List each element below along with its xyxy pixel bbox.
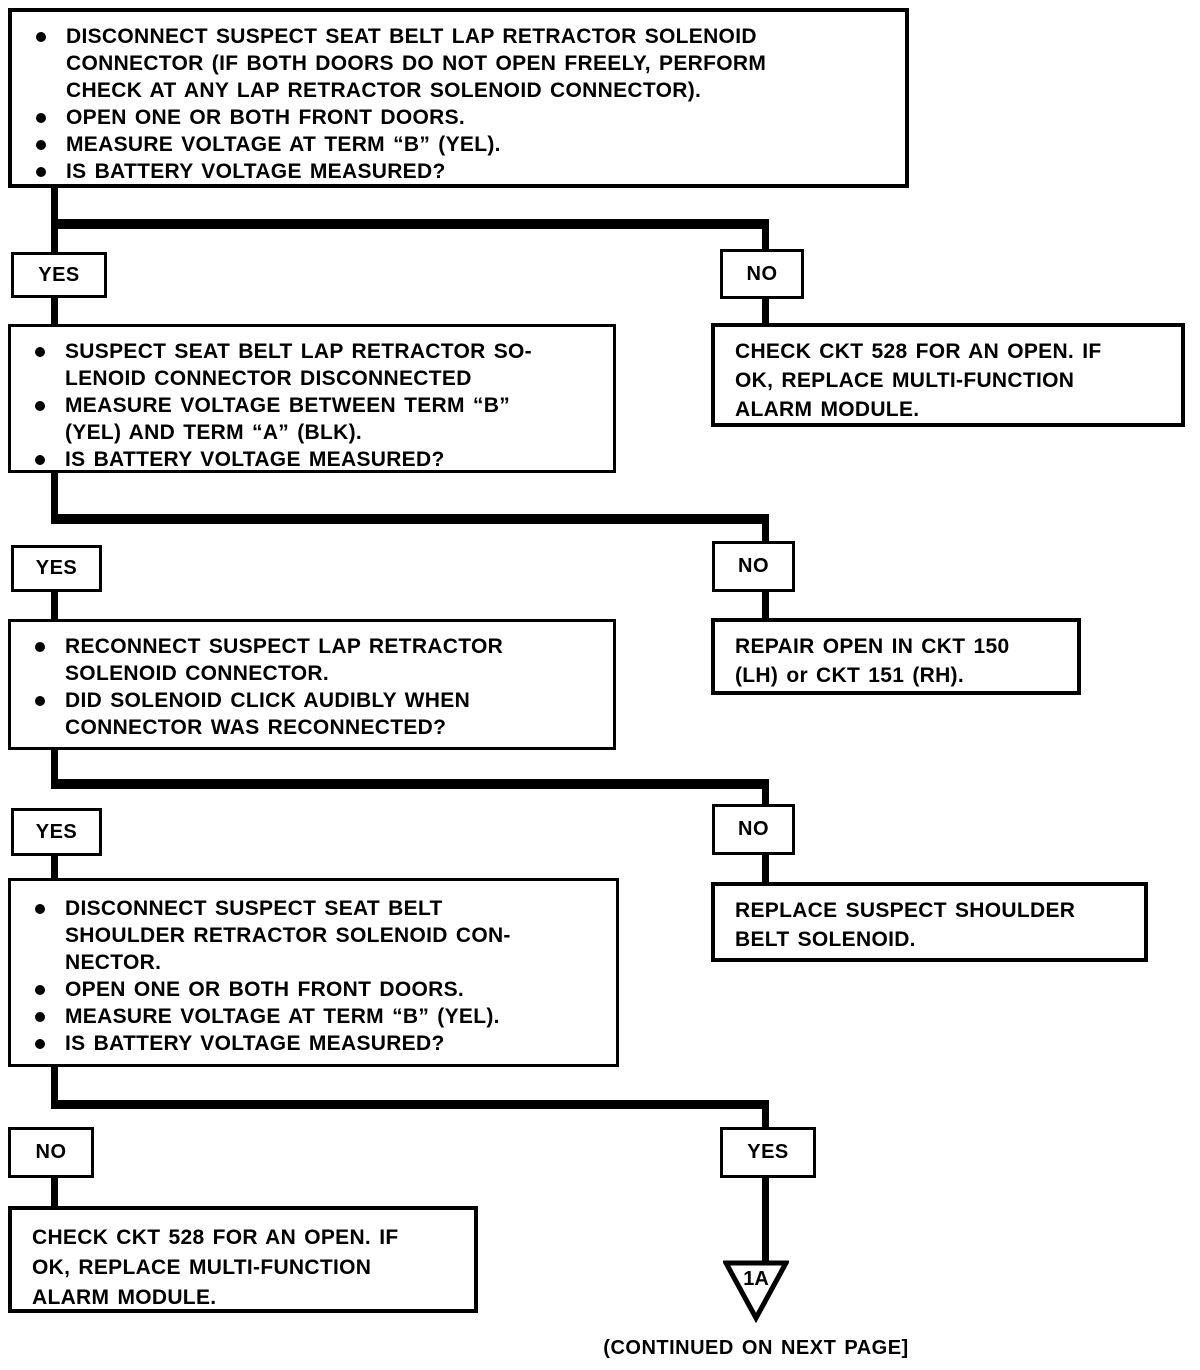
decision2-no-label: NO — [712, 541, 795, 592]
connector-line — [762, 789, 769, 804]
bullet-item: IS BATTERY VOLTAGE MEASURED? — [19, 1030, 608, 1057]
bullet-item: SUSPECT SEAT BELT LAP RETRACTOR SO- LENO… — [19, 338, 605, 392]
bullet-item: DISCONNECT SUSPECT SEAT BELT LAP RETRACT… — [20, 23, 897, 104]
decision1-yes-label: YES — [11, 252, 107, 298]
bullet-item: IS BATTERY VOLTAGE MEASURED? — [20, 158, 897, 185]
decision2-yes-label: YES — [11, 545, 102, 592]
connector-line — [51, 298, 58, 324]
decision3-no-label: NO — [712, 804, 795, 855]
connector-line — [51, 473, 58, 524]
bullet-list: SUSPECT SEAT BELT LAP RETRACTOR SO- LENO… — [19, 338, 605, 473]
connector-line — [51, 750, 58, 779]
connector-line — [51, 1067, 58, 1100]
bullet-list: RECONNECT SUSPECT LAP RETRACTOR SOLENOID… — [19, 633, 605, 741]
bullet-item: RECONNECT SUSPECT LAP RETRACTOR SOLENOID… — [19, 633, 605, 687]
shoulder-solenoid-check-box: DISCONNECT SUSPECT SEAT BELT SHOULDER RE… — [8, 878, 619, 1067]
decision3-yes-label: YES — [11, 808, 102, 856]
check-ckt528-box-1: CHECK CKT 528 FOR AN OPEN. IF OK, REPLAC… — [711, 323, 1185, 427]
bullet-item: IS BATTERY VOLTAGE MEASURED? — [19, 446, 605, 473]
bullet-item: OPEN ONE OR BOTH FRONT DOORS. — [19, 976, 608, 1003]
connector-line — [762, 229, 769, 249]
connector-bar — [51, 1100, 769, 1109]
connector-line — [762, 1178, 769, 1265]
bullet-item: DISCONNECT SUSPECT SEAT BELT SHOULDER RE… — [19, 895, 608, 976]
decision4-yes-label: YES — [720, 1127, 816, 1178]
connector-line — [51, 1178, 58, 1206]
connector-bar — [51, 219, 769, 229]
connector-line — [51, 592, 58, 619]
connector-bar — [51, 779, 769, 789]
connector-line — [762, 299, 769, 323]
continuation-triangle-outline — [723, 1260, 789, 1324]
bullet-item: MEASURE VOLTAGE AT TERM “B” (YEL). — [20, 131, 897, 158]
bullet-list: DISCONNECT SUSPECT SEAT BELT LAP RETRACT… — [20, 23, 897, 185]
lap-solenoid-voltage-check-box: SUSPECT SEAT BELT LAP RETRACTOR SO- LENO… — [8, 324, 616, 473]
replace-shoulder-solenoid-box: REPLACE SUSPECT SHOULDER BELT SOLENOID. — [711, 882, 1148, 962]
check-ckt528-box-2: CHECK CKT 528 FOR AN OPEN. IF OK, REPLAC… — [8, 1206, 478, 1313]
bullet-item: MEASURE VOLTAGE BETWEEN TERM “B” (YEL) A… — [19, 392, 605, 446]
continuation-marker-label: 1A — [743, 1268, 769, 1290]
connector-line — [51, 856, 58, 878]
decision1-no-label: NO — [720, 249, 804, 299]
bullet-list: DISCONNECT SUSPECT SEAT BELT SHOULDER RE… — [19, 895, 608, 1057]
connector-line — [762, 1109, 769, 1127]
reconnect-solenoid-box: RECONNECT SUSPECT LAP RETRACTOR SOLENOID… — [8, 619, 616, 750]
bullet-item: MEASURE VOLTAGE AT TERM “B” (YEL). — [19, 1003, 608, 1030]
repair-ckt150-box: REPAIR OPEN IN CKT 150 (LH) or CKT 151 (… — [711, 618, 1081, 695]
bullet-item: DID SOLENOID CLICK AUDIBLY WHEN CONNECTO… — [19, 687, 605, 741]
decision4-no-label: NO — [8, 1127, 94, 1178]
initial-check-box: DISCONNECT SUSPECT SEAT BELT LAP RETRACT… — [8, 8, 909, 188]
connector-line — [762, 524, 769, 541]
connector-bar — [51, 514, 769, 524]
continuation-triangle: 1A — [723, 1260, 789, 1324]
bullet-item: OPEN ONE OR BOTH FRONT DOORS. — [20, 104, 897, 131]
footer-continued-text: (CONTINUED ON NEXT PAGE] — [603, 1337, 909, 1359]
connector-line — [762, 592, 769, 618]
connector-line — [762, 855, 769, 882]
